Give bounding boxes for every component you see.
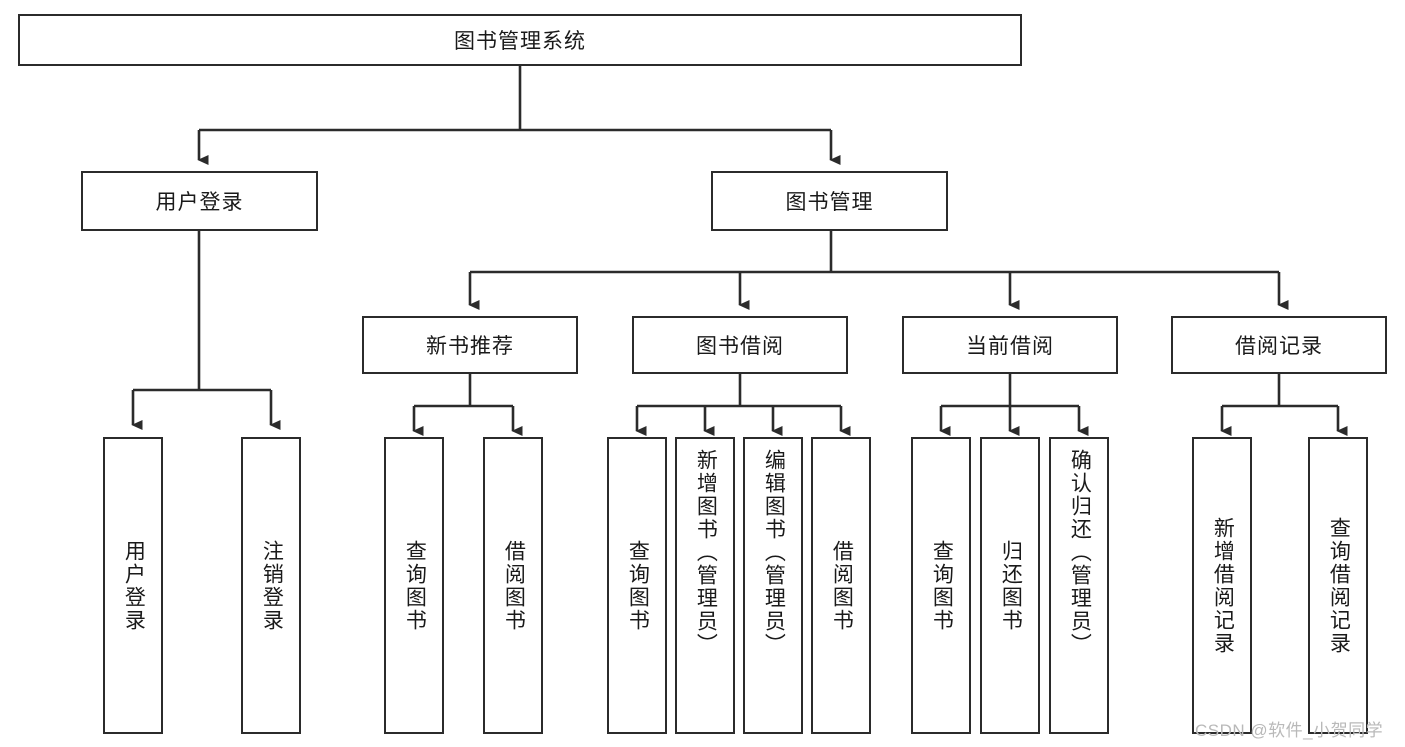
node-current-borrow-label: 当前借阅 (966, 335, 1054, 358)
node-leaf-query-record[interactable]: 查询借阅记录 (1308, 437, 1368, 734)
node-leaf-query-book-2[interactable]: 查询图书 (607, 437, 667, 734)
node-leaf-query-book-2-label: 查询图书 (626, 539, 650, 632)
node-leaf-user-logout-label: 注销登录 (260, 539, 284, 632)
node-current-borrow[interactable]: 当前借阅 (902, 316, 1118, 374)
node-leaf-query-book-3-label: 查询图书 (930, 539, 954, 632)
node-leaf-query-book-1[interactable]: 查询图书 (384, 437, 444, 734)
node-book-borrow-label: 图书借阅 (696, 335, 784, 358)
node-book-manage[interactable]: 图书管理 (711, 171, 948, 231)
node-leaf-borrow-book-2[interactable]: 借阅图书 (811, 437, 871, 734)
node-leaf-add-book[interactable]: 新增图书（管理员） (675, 437, 735, 734)
node-leaf-edit-book[interactable]: 编辑图书（管理员） (743, 437, 803, 734)
node-leaf-query-record-label: 查询借阅记录 (1327, 516, 1351, 655)
node-book-borrow[interactable]: 图书借阅 (632, 316, 848, 374)
node-leaf-user-logout[interactable]: 注销登录 (241, 437, 301, 734)
node-book-manage-label: 图书管理 (785, 191, 874, 214)
node-root-label: 图书管理系统 (454, 30, 586, 53)
node-leaf-add-book-label: 新增图书（管理员） (694, 449, 718, 656)
node-leaf-return-book-label: 归还图书 (999, 539, 1023, 632)
node-leaf-add-record-label: 新增借阅记录 (1211, 516, 1235, 655)
node-new-book-recommend[interactable]: 新书推荐 (362, 316, 578, 374)
node-user-login[interactable]: 用户登录 (81, 171, 318, 231)
node-leaf-query-book-1-label: 查询图书 (403, 539, 427, 632)
node-new-book-recommend-label: 新书推荐 (426, 335, 514, 358)
node-leaf-add-record[interactable]: 新增借阅记录 (1192, 437, 1252, 734)
node-root[interactable]: 图书管理系统 (18, 14, 1022, 66)
node-leaf-borrow-book-1-label: 借阅图书 (502, 539, 526, 632)
node-leaf-borrow-book-1[interactable]: 借阅图书 (483, 437, 543, 734)
node-leaf-return-book[interactable]: 归还图书 (980, 437, 1040, 734)
node-leaf-borrow-book-2-label: 借阅图书 (830, 539, 854, 632)
node-leaf-edit-book-label: 编辑图书（管理员） (762, 449, 786, 656)
node-borrow-record-label: 借阅记录 (1235, 335, 1323, 358)
node-leaf-user-login-label: 用户登录 (122, 539, 146, 632)
node-leaf-query-book-3[interactable]: 查询图书 (911, 437, 971, 734)
csdn-watermark: CSDN @软件_小贺同学 (1195, 721, 1384, 740)
node-leaf-user-login[interactable]: 用户登录 (103, 437, 163, 734)
node-leaf-confirm-return-label: 确认归还（管理员） (1068, 449, 1092, 656)
node-borrow-record[interactable]: 借阅记录 (1171, 316, 1387, 374)
node-leaf-confirm-return[interactable]: 确认归还（管理员） (1049, 437, 1109, 734)
node-user-login-label: 用户登录 (155, 191, 244, 214)
